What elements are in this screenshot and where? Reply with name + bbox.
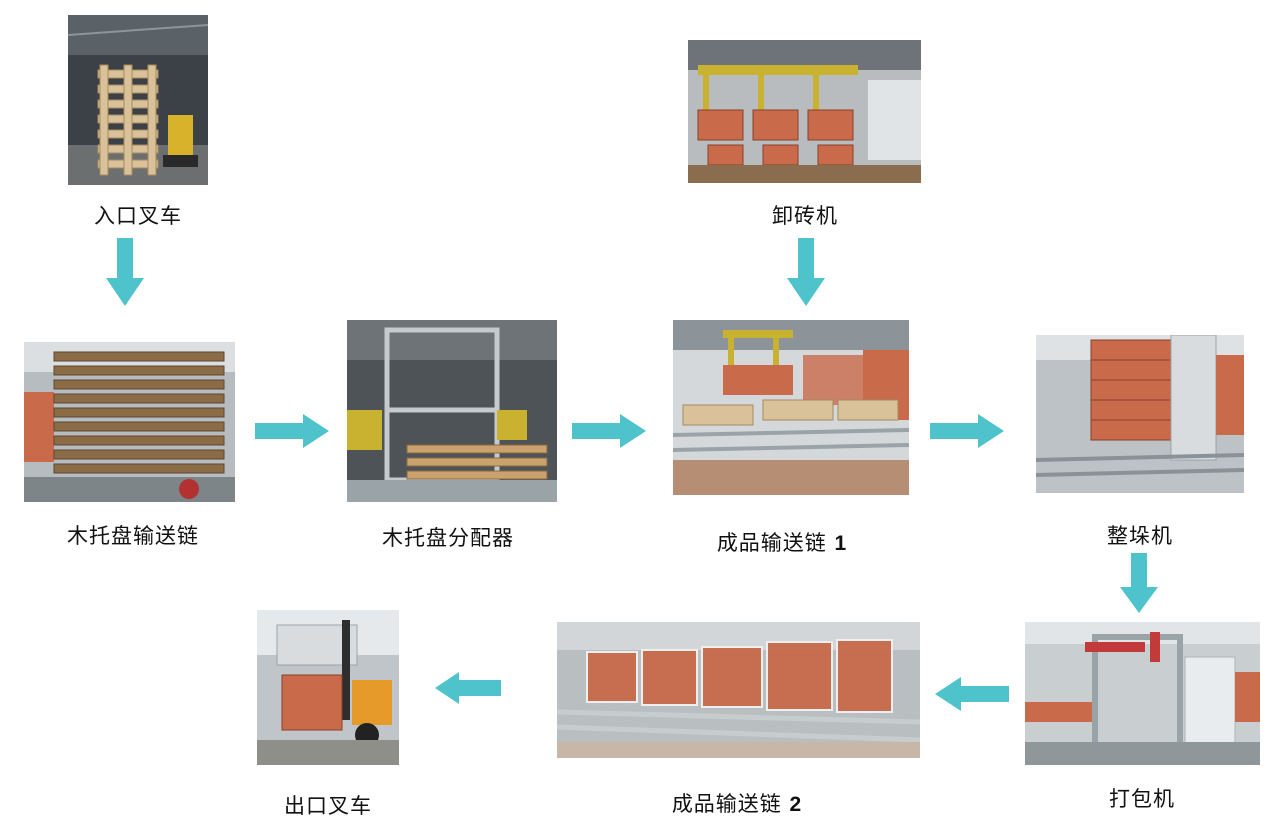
- label-product-conveyor-2-text: 成品输送链: [671, 792, 782, 816]
- arrow-left-icon: [935, 677, 1009, 711]
- arrow-left-icon: [435, 672, 501, 704]
- label-stack-arranger: 整垛机: [1107, 524, 1173, 548]
- label-product-conveyor-1: 成品输送链 1: [717, 527, 847, 557]
- label-packer: 打包机: [1109, 787, 1175, 811]
- photo-pallet-distributor: [347, 320, 557, 502]
- label-product-conveyor-2-num: 2: [789, 793, 803, 816]
- arrow-right-icon: [255, 414, 329, 448]
- label-product-conveyor-1-text: 成品输送链: [716, 531, 827, 555]
- label-product-conveyor-2: 成品输送链 2: [672, 788, 802, 818]
- photo-product-conveyor-1: [673, 320, 909, 495]
- label-product-conveyor-1-num: 1: [834, 532, 848, 555]
- photo-pallet-conveyor: [24, 342, 235, 502]
- label-unloader: 卸砖机: [772, 204, 838, 228]
- photo-unloader: [688, 40, 921, 183]
- label-exit-forklift: 出口叉车: [284, 794, 372, 818]
- label-pallet-conveyor: 木托盘输送链: [67, 524, 199, 548]
- photo-exit-forklift: [257, 610, 399, 765]
- arrow-right-icon: [572, 414, 646, 448]
- photo-stack-arranger: [1036, 335, 1244, 493]
- photo-packer: [1025, 622, 1260, 765]
- arrow-down-icon: [106, 238, 144, 306]
- arrow-down-icon: [787, 238, 825, 306]
- arrow-down-icon: [1120, 553, 1158, 613]
- label-entry-forklift: 入口叉车: [94, 204, 182, 228]
- label-pallet-distributor: 木托盘分配器: [382, 526, 514, 550]
- photo-entry-forklift: [68, 15, 208, 185]
- arrow-right-icon: [930, 414, 1004, 448]
- photo-product-conveyor-2: [557, 622, 920, 758]
